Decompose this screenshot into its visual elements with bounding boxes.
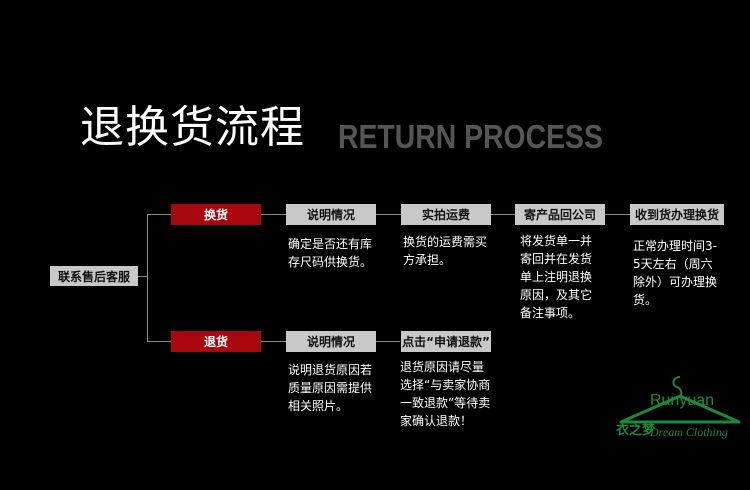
page-title: 退换货流程 [80, 102, 305, 153]
connector-return-row [147, 341, 400, 342]
exchange-step-2-title: 实拍运费 [401, 204, 491, 225]
page-title-en: RETURN PROCESS [338, 118, 603, 155]
return-step-2-title: 点击“申请退款” [401, 331, 491, 352]
logo-cn: 衣之梦 [616, 423, 656, 438]
exchange-step-2-desc: 换货的运费需买方承担。 [403, 235, 488, 267]
return-step-2-desc: 退货原因请尽量选择“与卖家协商一致退款”等待卖家确认退款！ [400, 360, 491, 428]
return-step-1-desc: 说明退货原因若质量原因需提供相关照片。 [288, 363, 373, 413]
exchange-step-1-title: 说明情况 [286, 204, 376, 225]
exchange-step-3-title: 寄产品回公司 [515, 204, 605, 225]
exchange-label: 换货 [171, 204, 261, 225]
return-step-1-title: 说明情况 [286, 331, 376, 352]
connector-exchange-row [147, 214, 630, 215]
exchange-step-3-desc: 将发货单一并寄回并在发货单上注明退换原因，及其它备注事项。 [520, 234, 593, 320]
return-label: 退货 [171, 331, 261, 352]
connector-vertical [147, 214, 148, 341]
logo-name: Runyuan [649, 392, 715, 409]
hanger-logo-icon [619, 376, 741, 424]
connector-start [138, 276, 148, 277]
logo-en: Dream Clothing [650, 425, 728, 439]
exchange-step-1-desc: 确定是否还有库存尺码供换货。 [288, 237, 373, 269]
start-node: 联系售后客服 [50, 266, 138, 286]
exchange-step-4-title: 收到货办理换货 [630, 204, 724, 225]
exchange-step-4-desc: 正常办理时间3-5天左右（周六除外）可办理换货。 [633, 239, 718, 307]
